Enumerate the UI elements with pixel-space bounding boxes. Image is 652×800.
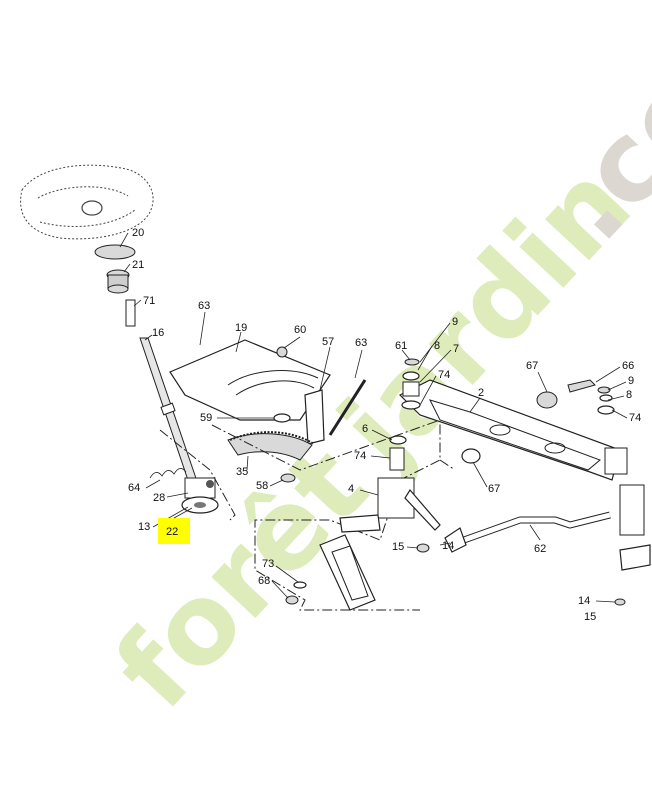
callout-13: 13 <box>138 521 150 533</box>
callout-15-right: 15 <box>584 611 596 623</box>
part-right-spindle-stack <box>597 386 651 571</box>
callout-63: 63 <box>198 300 210 312</box>
callout-2: 2 <box>478 387 484 399</box>
callout-67-right: 67 <box>526 360 538 372</box>
callout-35: 35 <box>236 466 248 478</box>
part-sector-gear <box>227 431 315 461</box>
callout-20: 20 <box>132 227 144 239</box>
callout-6: 6 <box>362 423 368 435</box>
callout-28: 28 <box>153 492 165 504</box>
callout-57: 57 <box>322 336 334 348</box>
part-nut-left <box>416 543 430 553</box>
callout-15-left: 15 <box>392 541 404 553</box>
part-washer <box>273 413 291 423</box>
callout-74-right: 74 <box>629 412 641 424</box>
callout-16: 16 <box>152 327 164 339</box>
callout-8-right: 8 <box>626 389 632 401</box>
callout-74-left: 74 <box>438 369 450 381</box>
part-cap <box>94 244 136 260</box>
callout-64: 64 <box>128 482 140 494</box>
callout-14-right: 14 <box>578 595 590 607</box>
part-rod <box>328 379 367 436</box>
callout-63-rod: 63 <box>355 337 367 349</box>
part-mounting-plate <box>169 339 331 421</box>
part-link-bracket <box>444 527 467 553</box>
part-nut-right <box>614 598 626 606</box>
highlight-box <box>158 518 190 544</box>
callout-21: 21 <box>132 259 144 271</box>
callout-9-right: 9 <box>628 375 634 387</box>
callout-62: 62 <box>534 543 546 555</box>
callout-19: 19 <box>235 322 247 334</box>
part-front-axle <box>398 379 621 481</box>
callout-labels: 20 21 71 16 63 19 60 57 63 61 9 8 7 74 6… <box>128 227 641 623</box>
steering-wheel <box>20 164 154 240</box>
callout-60: 60 <box>294 324 306 336</box>
callout-67-left: 67 <box>488 483 500 495</box>
callout-7: 7 <box>453 343 459 355</box>
callout-14-left: 14 <box>442 540 454 552</box>
part-drag-link-inner <box>449 512 611 548</box>
callout-8-left: 8 <box>434 340 440 352</box>
callout-71: 71 <box>143 295 155 307</box>
callout-59: 59 <box>200 412 212 424</box>
callout-61: 61 <box>395 340 407 352</box>
callout-58: 58 <box>256 480 268 492</box>
part-left-spindle <box>339 435 441 533</box>
callout-73: 73 <box>262 558 274 570</box>
callout-74-mid: 74 <box>354 450 366 462</box>
part-adapter <box>106 269 130 294</box>
highlighted-callout-22[interactable]: 22 <box>158 507 193 544</box>
part-washer-left <box>461 448 481 464</box>
part-steering-shaft <box>139 337 201 493</box>
callout-66: 66 <box>622 360 634 372</box>
part-right-pin <box>536 379 596 409</box>
part-spring <box>149 468 187 479</box>
callout-9-left: 9 <box>452 316 458 328</box>
part-pedal <box>319 534 376 611</box>
part-bushing <box>125 299 136 327</box>
callout-22: 22 <box>166 526 178 538</box>
callout-68: 68 <box>258 575 270 587</box>
callout-4: 4 <box>348 483 354 495</box>
part-left-spindle-stack <box>401 358 421 410</box>
watermark: forêt jardin .com <box>90 0 652 733</box>
part-bracket <box>304 389 325 445</box>
leader-lines <box>119 232 628 603</box>
part-bolt-washer <box>293 581 307 589</box>
part-pivot-bushing <box>280 473 296 483</box>
bracket-dashed-outline <box>159 429 236 521</box>
part-bolt <box>285 595 299 605</box>
